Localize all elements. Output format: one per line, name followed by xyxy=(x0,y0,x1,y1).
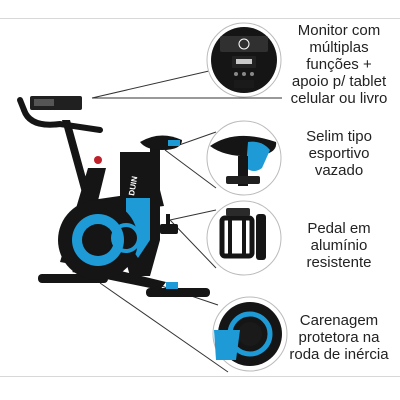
handlebar-end xyxy=(17,97,27,113)
saddle xyxy=(140,135,182,150)
saddle-accent xyxy=(168,140,180,146)
seat-post xyxy=(150,138,160,162)
saddle-feature-label: Selim tipo esportivo vazado xyxy=(306,128,372,179)
monitor-detail-icon xyxy=(206,22,282,98)
flywheel-feature-label: Carenagem protetora na roda de inércia xyxy=(289,312,389,363)
saddle-detail-icon xyxy=(206,120,282,196)
adjust-knob xyxy=(94,156,102,164)
handlebar xyxy=(21,107,103,133)
connector-line xyxy=(169,209,217,221)
monitor-feature-label: Monitor com múltiplas funções + apoio p/… xyxy=(290,22,388,107)
handlebar-post xyxy=(62,120,92,200)
crank-ring xyxy=(111,223,141,253)
connector-line xyxy=(91,67,223,99)
flywheel-cover-detail-icon xyxy=(212,296,288,372)
flywheel-hub xyxy=(82,224,114,256)
top-divider xyxy=(0,18,400,19)
front-accent xyxy=(166,282,178,289)
connector-line xyxy=(164,149,217,189)
front-stabilizer xyxy=(146,288,210,297)
crank-arm xyxy=(166,214,170,228)
bottom-divider xyxy=(0,376,400,377)
monitor-screen xyxy=(34,99,54,106)
pedal-detail-icon xyxy=(206,200,282,276)
connector-line xyxy=(99,282,229,373)
pedal-feature-label: Pedal em alumínio resistente xyxy=(306,220,372,271)
spin-bike-image: DUIN xyxy=(17,96,210,297)
bike-brand-label: DUIN xyxy=(127,175,139,196)
pedal xyxy=(160,224,178,234)
